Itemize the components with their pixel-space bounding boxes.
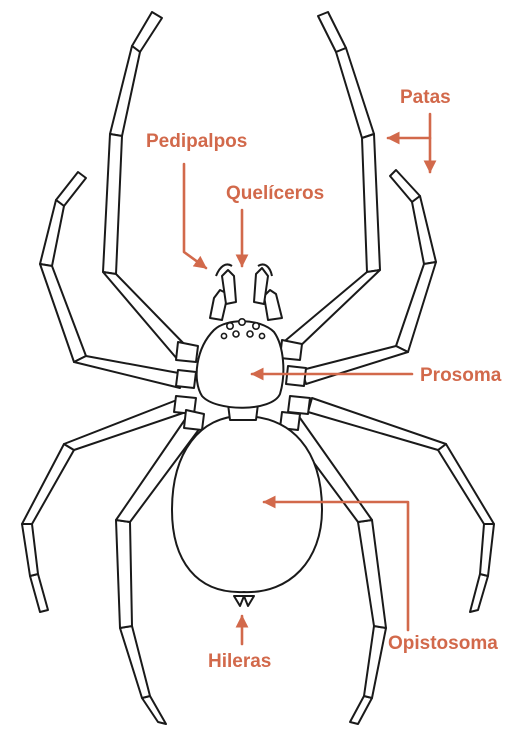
pedipalpo-right [264, 290, 282, 320]
pedipalpos-pointer [184, 164, 206, 268]
leg-third-left [22, 396, 196, 612]
label-hileras: Hileras [208, 652, 271, 671]
hileras-shape [234, 596, 254, 606]
label-patas: Patas [400, 88, 451, 107]
label-queliceros: Quelíceros [226, 184, 324, 203]
opistosoma-shape [172, 416, 322, 592]
label-opistosoma: Opistosoma [388, 634, 498, 653]
label-pedipalpos: Pedipalpos [146, 132, 247, 151]
prosoma-shape [197, 321, 284, 408]
label-prosoma: Prosoma [420, 366, 501, 385]
